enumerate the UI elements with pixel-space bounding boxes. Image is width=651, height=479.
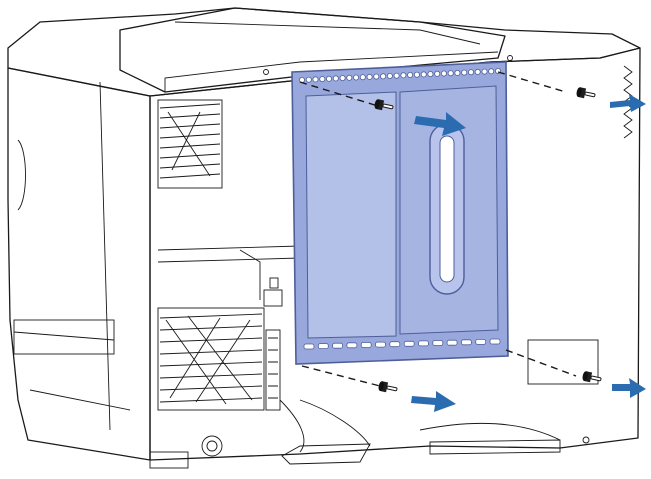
screw-icon [575, 86, 597, 101]
cover-slot [475, 338, 487, 345]
system-board-access-cover [291, 61, 509, 365]
cover-vent-hole [353, 74, 360, 81]
upper-vent-grille [157, 99, 223, 189]
screw-icon [581, 370, 603, 385]
cover-slot [332, 342, 344, 349]
screw-icon [377, 380, 399, 395]
lower-vent-grille [157, 307, 281, 411]
cover-vent-hole [481, 68, 488, 75]
cover-vent-hole [393, 72, 400, 79]
cover-vent-hole [427, 71, 434, 78]
cover-slot [418, 340, 429, 347]
cover-slot [360, 342, 372, 348]
arrow-right-icon [612, 378, 646, 398]
cover-vent-hole [488, 68, 495, 75]
bottom-handle-slot [281, 443, 371, 465]
cover-vent-hole [339, 75, 346, 82]
cover-vent-hole [407, 72, 414, 79]
cover-slot [317, 343, 329, 350]
printer-paper-tray-lid [119, 7, 506, 93]
cover-vent-hole [467, 69, 474, 76]
cover-slot [446, 339, 458, 346]
screw-guide-line-top-right [497, 71, 567, 93]
cover-slot [460, 339, 472, 346]
printer-left-side [7, 67, 151, 461]
cover-vent-hole [447, 70, 454, 77]
cover-vent-hole [440, 70, 447, 77]
arrow-right-icon [411, 391, 456, 412]
cover-vent-hole [366, 73, 373, 80]
cover-slot [403, 340, 415, 347]
screw-guide-line-top-left [299, 81, 379, 107]
cover-vent-hole [312, 76, 319, 83]
cover-slot [489, 338, 501, 345]
arrow-right-icon [610, 94, 646, 112]
cover-vent-hole [413, 71, 420, 78]
cover-vent-hole [474, 68, 481, 75]
screw-guide-line-bottom-right [505, 349, 577, 377]
cover-vent-hole [400, 72, 407, 79]
cover-vent-hole [319, 76, 326, 83]
cover-vent-hole [332, 75, 339, 82]
cover-vent-hole [373, 73, 380, 80]
cover-slot [303, 343, 315, 350]
cover-slot [375, 341, 386, 348]
cover-vent-hole [346, 74, 353, 81]
cover-vent-hole [380, 73, 387, 80]
power-connector [149, 451, 189, 469]
cover-slot [346, 342, 358, 349]
cover-slot [389, 341, 401, 348]
screw-guide-line-bottom-left [301, 365, 381, 387]
arrow-right-icon [414, 112, 466, 136]
cover-slot [432, 340, 444, 346]
cover-vent-hole [305, 76, 312, 83]
cover-vent-hole [325, 75, 332, 82]
cover-vent-hole [454, 69, 461, 76]
power-switch [201, 435, 223, 457]
cover-vent-hole [461, 69, 468, 76]
cover-vent-hole [434, 70, 441, 77]
cover-vent-hole [420, 71, 427, 78]
cover-vent-hole [386, 73, 393, 80]
rear-label-plate [527, 339, 599, 385]
cover-vent-hole [359, 74, 366, 81]
